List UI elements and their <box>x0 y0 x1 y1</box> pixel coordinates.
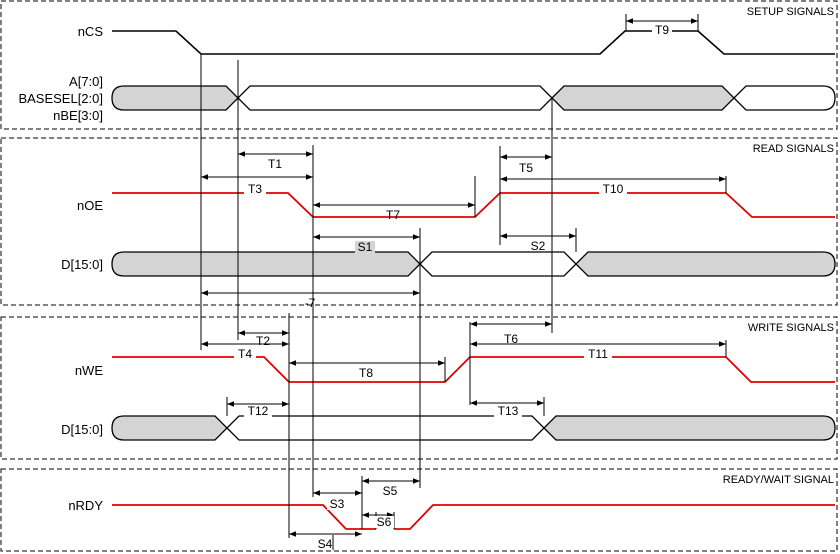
nwe-waveform <box>112 356 835 383</box>
ready-section-title: READY/WAIT SIGNAL <box>723 474 834 486</box>
setup-section-box <box>0 0 838 130</box>
t3-label: T3 <box>248 182 262 196</box>
write-data-bus-valid <box>226 415 545 441</box>
addr-bus-invalid-2 <box>551 85 735 111</box>
s1-label: S1 <box>358 240 373 254</box>
signal-addr-label: A[7:0] <box>69 74 103 89</box>
setup-section-title: SETUP SIGNALS <box>747 6 834 18</box>
signal-ncs-label: nCS <box>78 24 104 39</box>
s4-label: S4 <box>318 537 333 551</box>
s6-label: S6 <box>377 515 392 529</box>
write-data-bus-invalid <box>111 415 228 441</box>
write-data-bus-next <box>543 415 836 441</box>
t13-label: T13 <box>498 404 519 418</box>
t5-label: T5 <box>519 161 533 175</box>
signal-noe-label: nOE <box>77 198 103 213</box>
read-section-box <box>0 137 838 306</box>
s3-label: S3 <box>330 497 345 511</box>
signal-nwe-label: nWE <box>75 363 104 378</box>
signal-nrdy-label: nRDY <box>68 498 103 513</box>
ready-section-box <box>0 468 838 552</box>
nrdy-waveform-release <box>394 504 835 530</box>
read-hold-label: -7 <box>305 296 316 310</box>
ncs-waveform <box>112 30 835 55</box>
signal-basesel-label: BASESEL[2:0] <box>18 91 103 106</box>
read-section-title: READ SIGNALS <box>753 143 834 155</box>
signal-nbe-label: nBE[3:0] <box>53 108 103 123</box>
nrdy-waveform-assert <box>112 504 376 530</box>
t9-label: T9 <box>655 23 669 37</box>
t1-label: T1 <box>268 157 282 171</box>
read-data-bus-invalid <box>111 251 421 277</box>
read-data-bus-next <box>575 251 836 277</box>
signal-data-read-label: D[15:0] <box>61 257 103 272</box>
addr-bus-invalid-1 <box>111 85 239 111</box>
addr-bus-next <box>733 85 836 111</box>
signal-data-write-label: D[15:0] <box>61 422 103 437</box>
t11-label: T11 <box>588 347 608 361</box>
t12-label: T12 <box>248 404 269 418</box>
addr-bus-valid <box>237 85 553 111</box>
write-section-title: WRITE SIGNALS <box>748 322 834 334</box>
write-section-box <box>0 316 838 460</box>
read-data-bus-valid <box>419 251 577 277</box>
s5-label: S5 <box>383 484 398 498</box>
t8-label: T8 <box>359 366 373 380</box>
s2-label: S2 <box>531 239 546 253</box>
t2-label: T2 <box>256 334 270 348</box>
noe-waveform <box>112 192 835 218</box>
t7-label: T7 <box>386 208 400 222</box>
t4-label: T4 <box>238 347 252 361</box>
t10-label: T10 <box>603 182 624 196</box>
